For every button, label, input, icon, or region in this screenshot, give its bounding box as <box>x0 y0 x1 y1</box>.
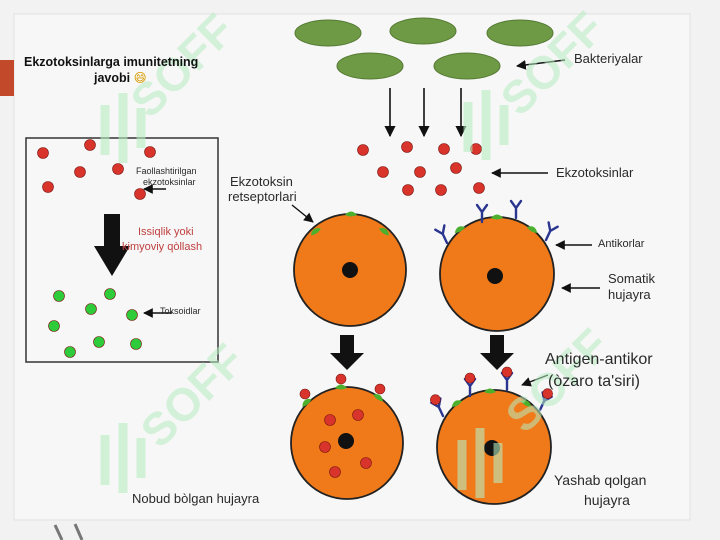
exotoxin-dot <box>360 457 372 469</box>
nucleus <box>338 433 354 449</box>
antibody-icon <box>434 224 449 245</box>
receptor-icon <box>484 388 496 394</box>
exotoxin-dot <box>464 372 476 384</box>
exotoxin-dot <box>144 146 156 158</box>
toxoid-dot <box>126 309 138 321</box>
bacteria-group <box>294 17 554 80</box>
antibody-icon <box>544 221 559 242</box>
toxoid-dot <box>64 346 76 358</box>
watermark-logo-group <box>100 90 509 498</box>
antigen-pointer <box>521 374 549 387</box>
treatment-label-1: Issiqlik yoki <box>138 226 194 238</box>
receptor-icon <box>451 400 463 407</box>
exotoxin-dot <box>450 162 462 174</box>
receptor-icon <box>526 226 538 233</box>
exotoxin-dot <box>299 388 311 400</box>
receptor-icon <box>335 384 347 390</box>
activated-label-2: ekzotoksinlar <box>143 177 196 187</box>
dead-path-arrow <box>330 335 364 370</box>
antigen-label-1: Antigen-antikor <box>545 351 653 368</box>
survive-path-arrow <box>480 335 514 370</box>
bacteria-pointer <box>516 59 566 70</box>
emoji-icon: 😄 <box>133 70 147 85</box>
toxoids-label: Toksoidlar <box>160 306 201 316</box>
exotoxin-dot <box>435 184 447 196</box>
bacterium <box>336 52 404 80</box>
receptor-icon <box>345 211 357 217</box>
receptor-icon <box>311 228 321 236</box>
corner-marks <box>53 523 84 540</box>
antigen-label-2: (òzaro ta'siri) <box>548 373 640 390</box>
watermark-logo <box>457 428 503 498</box>
toxoid-dot <box>53 290 65 302</box>
treatment-arrow <box>94 214 130 276</box>
toxoid-dot <box>93 336 105 348</box>
antibody-icon <box>475 203 489 224</box>
watermark-logo <box>100 93 146 163</box>
bacterium <box>294 19 362 47</box>
treatment-label-2: kimyoviy qòllash <box>122 241 203 253</box>
nucleus <box>342 262 358 278</box>
receptor-icon <box>520 400 532 407</box>
bacteria-label: Bakteriyalar <box>574 51 643 66</box>
somatic-label-2: hujayra <box>608 287 651 302</box>
exotoxin-dot <box>357 144 369 156</box>
side-tab <box>0 60 14 96</box>
receptors-label-2: retseptorlari <box>228 189 297 204</box>
title-line2-text: javobi <box>94 71 131 85</box>
exotoxin-dot <box>542 388 553 399</box>
receptor-icon <box>302 398 312 407</box>
toxoid-dot <box>48 320 60 332</box>
exotoxin-dot <box>414 166 426 178</box>
receptor-icon <box>454 226 466 233</box>
exotoxin-dot <box>335 373 347 385</box>
exotoxin-dot <box>430 394 441 405</box>
somatic-label-1: Somatik <box>608 271 655 286</box>
watermark-logo <box>100 423 146 493</box>
nucleus <box>487 268 503 284</box>
exotoxin-dot <box>377 166 389 178</box>
receptor-icon <box>379 228 389 236</box>
activated-label-1: Faollashtirilgan <box>136 166 197 176</box>
antibody-icon <box>509 199 523 220</box>
survived-label-2: hujayra <box>584 492 630 508</box>
exotoxin-dot <box>473 182 485 194</box>
exotoxin-dot <box>84 139 96 151</box>
exotoxin-dot <box>112 163 124 175</box>
exotoxin-dot <box>402 184 414 196</box>
exotoxin-dot <box>74 166 86 178</box>
exotoxin-dot <box>401 141 413 153</box>
bacterium <box>486 19 554 47</box>
receptor-icon <box>491 214 503 220</box>
exotoxin-dot <box>37 147 49 159</box>
toxoid-dot <box>104 288 116 300</box>
bacterium <box>433 52 501 80</box>
title-line1: Ekzotoksinlarga imunitetning <box>24 55 199 69</box>
bacterium <box>389 17 457 45</box>
exotoxin-dot <box>134 188 146 200</box>
receptor-icon <box>373 394 383 402</box>
exotoxin-dot <box>501 366 513 378</box>
survived-label-1: Yashab qolgan <box>554 472 647 488</box>
exotoxin-dot <box>324 414 336 426</box>
exotoxin-dot <box>438 143 450 155</box>
exotoxins-label: Ekzotoksinlar <box>556 165 634 180</box>
receptors-label-1: Ekzotoksin <box>230 174 293 189</box>
antibodies-label: Antikorlar <box>598 238 645 250</box>
watermark-logo <box>463 90 509 160</box>
exotoxin-dot <box>374 383 386 395</box>
exotoxin-dot <box>42 181 54 193</box>
toxoid-dot <box>85 303 97 315</box>
title-line2: javobi 😄 <box>94 70 147 85</box>
dead-cell-label: Nobud bòlgan hujayra <box>132 491 260 506</box>
exotoxin-dot <box>329 466 341 478</box>
receptor-pointer <box>291 204 314 223</box>
exotoxin-dot <box>319 441 331 453</box>
toxoid-dot <box>130 338 142 350</box>
exotoxin-dot <box>352 409 364 421</box>
